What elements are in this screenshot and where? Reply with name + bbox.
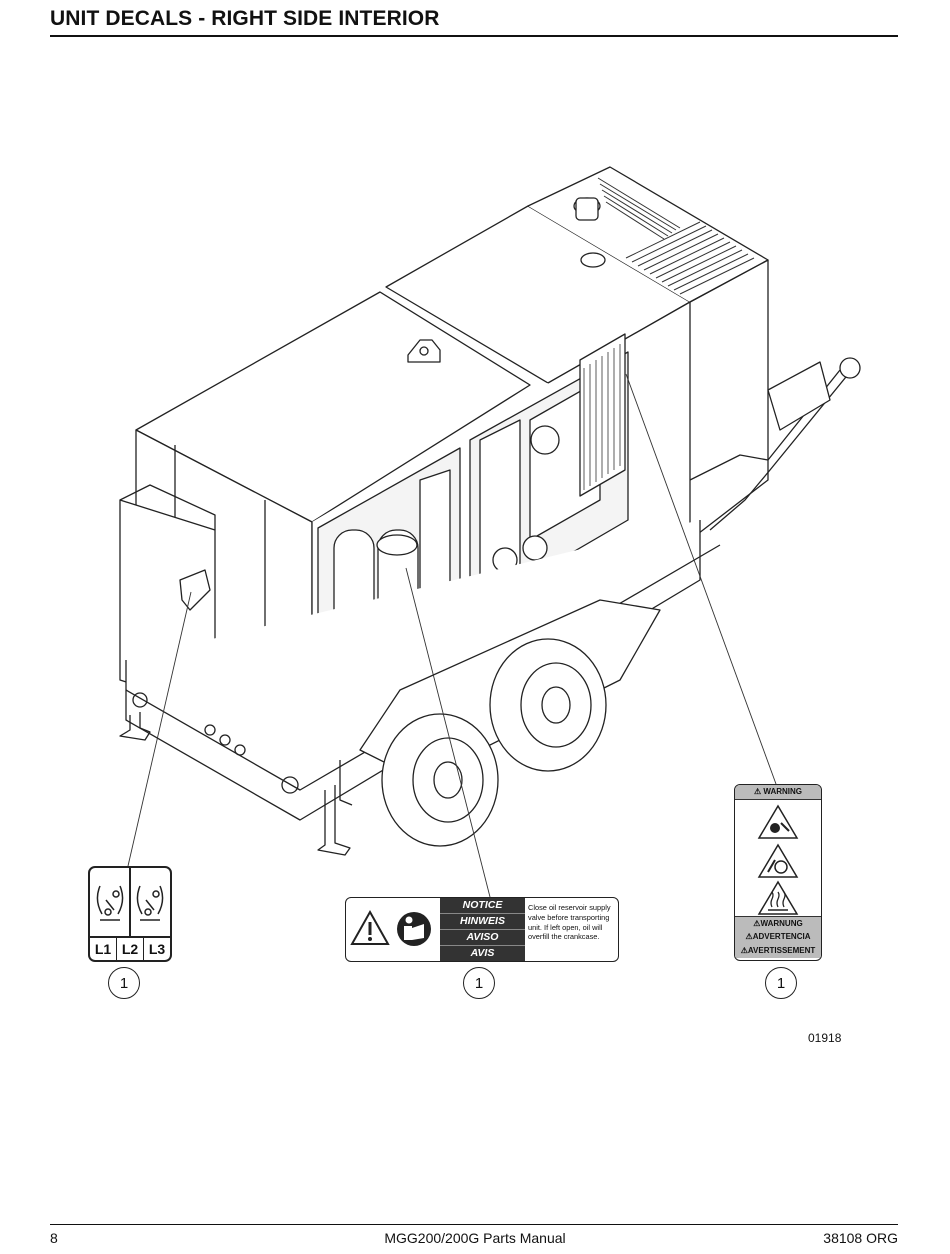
- callout-1-notice: 1: [463, 967, 495, 999]
- page-title: UNIT DECALS - RIGHT SIDE INTERIOR: [50, 7, 440, 30]
- phase-decal: L1 L2 L3: [88, 866, 172, 962]
- warning-decal: ⚠ WARNING ⚠WARNUNG ⚠ADVERTENCIA ⚠AVERTIS…: [734, 784, 822, 961]
- document-code: 38108 ORG: [823, 1230, 898, 1246]
- notice-signal-words: NOTICE HINWEIS AVISO AVIS: [440, 898, 525, 961]
- phase-label-l3: L3: [148, 941, 166, 957]
- phase-label-l2: L2: [117, 938, 144, 960]
- warning-header: ⚠ WARNING: [735, 785, 821, 800]
- manual-title: MGG200/200G Parts Manual: [384, 1230, 566, 1246]
- warning-footer-avertissement: ⚠AVERTISSEMENT: [735, 944, 821, 958]
- hot-surface-icon: [757, 880, 799, 915]
- rotating-fan-icon: [757, 843, 799, 878]
- page-number: 8: [50, 1230, 58, 1246]
- signal-word-notice: NOTICE: [440, 898, 525, 914]
- callout-1-phase: 1: [108, 967, 140, 999]
- signal-word-aviso: AVISO: [440, 930, 525, 946]
- phase-rotation-icon: [96, 885, 164, 921]
- notice-message: Close oil reservoir supply valve before …: [528, 903, 611, 942]
- signal-word-avis: AVIS: [470, 947, 495, 959]
- callout-1-warning: 1: [765, 967, 797, 999]
- signal-word-hinweis: HINWEIS: [440, 914, 525, 930]
- warning-footer-advertencia: ⚠ADVERTENCIA: [735, 930, 821, 945]
- decal-divider: [129, 868, 131, 938]
- footer-rule: [50, 1224, 898, 1225]
- figure-number: 01918: [808, 1031, 842, 1045]
- entanglement-icon: [757, 804, 799, 839]
- header-rule: [50, 35, 898, 37]
- notice-decal: NOTICE HINWEIS AVISO AVIS Close oil rese…: [345, 897, 619, 962]
- phase-label-l1: L1: [90, 938, 117, 960]
- warning-triangle-icon: [350, 909, 431, 946]
